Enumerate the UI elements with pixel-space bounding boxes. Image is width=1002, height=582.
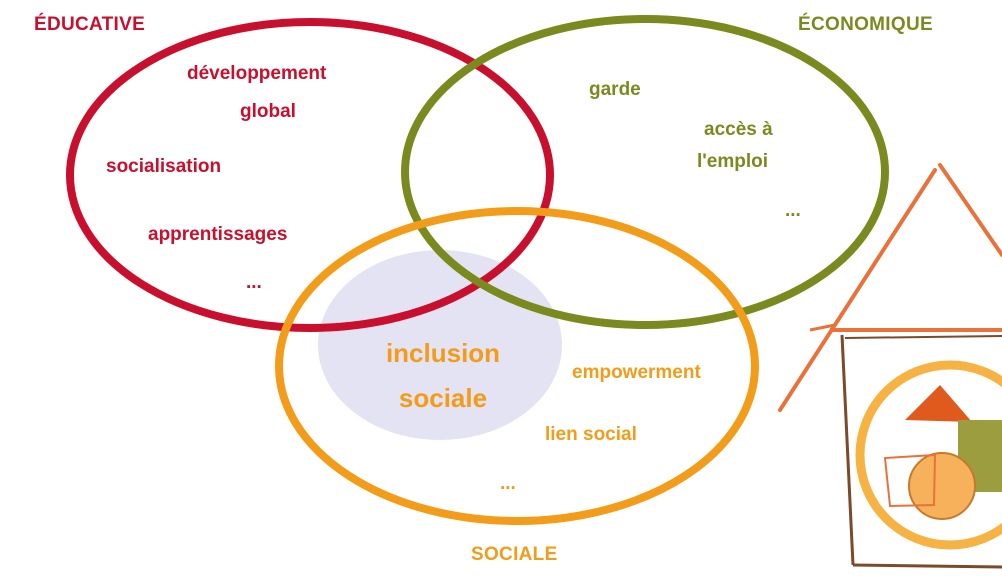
educative-item-developpement: développement (187, 63, 327, 84)
sociale-item-lien-social: lien social (545, 424, 637, 445)
economique-item-garde: garde (589, 79, 641, 100)
center-line-1: inclusion (385, 338, 501, 368)
sociale-item-ellipsis: ... (500, 473, 516, 494)
economique-title: ÉCONOMIQUE (798, 14, 933, 35)
center-line-2: sociale (398, 383, 488, 413)
economique-item-emploi: l'emploi (697, 151, 769, 172)
house-drawing-icon (778, 163, 1002, 569)
educative-item-global: global (240, 101, 296, 122)
sociale-ellipse (275, 207, 759, 525)
educative-item-ellipsis: ... (246, 272, 262, 293)
educative-title: ÉDUCATIVE (34, 14, 146, 35)
economique-ellipse (401, 15, 889, 329)
economique-item-acces: accès à (704, 119, 773, 140)
economique-item-ellipsis: ... (785, 200, 801, 221)
educative-item-apprentissages: apprentissages (148, 224, 288, 245)
sociale-item-empowerment: empowerment (572, 362, 701, 383)
educative-ellipse (66, 18, 554, 332)
sociale-title: SOCIALE (471, 544, 558, 565)
educative-item-socialisation: socialisation (106, 156, 222, 177)
